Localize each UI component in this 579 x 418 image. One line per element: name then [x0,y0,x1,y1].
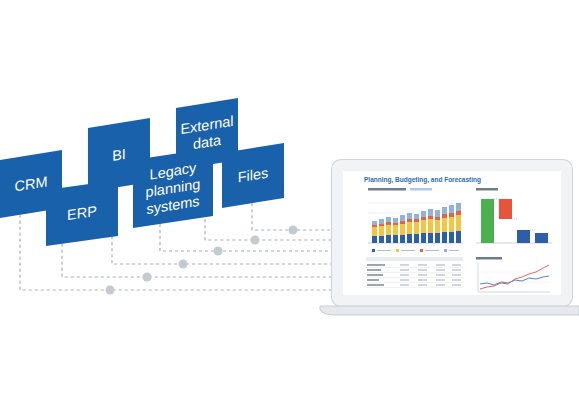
grid-line [368,203,463,233]
chart-axis [476,243,552,244]
waterfall-connector [494,199,535,230]
trend-line [480,265,549,289]
source-system-box: Legacy planning systems [133,148,213,228]
data-flow-connector [62,244,332,277]
legend-placeholder [377,250,459,251]
laptop-screen: Planning, Budgeting, and Forecasting [332,160,572,306]
table-header [366,257,463,261]
chart-heading [410,188,432,191]
chart-heading [476,257,502,260]
waterfall-bar [481,199,494,243]
table-cell-placeholder [367,265,385,285]
system-name: Legacy planning systems [140,157,206,218]
panel-shape [46,180,118,246]
bar-segment [372,211,461,227]
connector-dot [251,236,260,245]
bar-segment [372,215,461,236]
data-flow-connector [160,224,332,251]
connector-dot [214,247,223,256]
legend-swatch [396,249,399,252]
source-system-box: Files [222,143,284,208]
connector-dot [289,226,298,235]
connector-dot [179,260,188,269]
table-rule [366,268,463,288]
waterfall-bar [499,199,512,219]
waterfall-bar [535,233,548,243]
chart-heading [368,188,406,191]
waterfall-bar [517,230,530,243]
chart-axis [368,243,463,244]
grid-line [478,272,550,282]
bar-segment [372,203,461,225]
legend-swatch [420,249,423,252]
source-system-box: ERP [46,180,118,246]
table-cell-placeholder [400,265,461,285]
connector-dot [106,286,115,295]
laptop-base [320,306,579,315]
bar-segment [372,231,461,243]
chart-heading [476,188,498,191]
trend-line [480,276,549,285]
panel-shape [133,148,213,228]
panel-shape [222,143,284,208]
legend-swatch [444,249,447,252]
connector-dot [143,273,152,282]
dashboard-title: Planning, Budgeting, and Forecasting [364,176,481,183]
chart-axis [478,262,550,292]
legend-swatch [372,249,375,252]
